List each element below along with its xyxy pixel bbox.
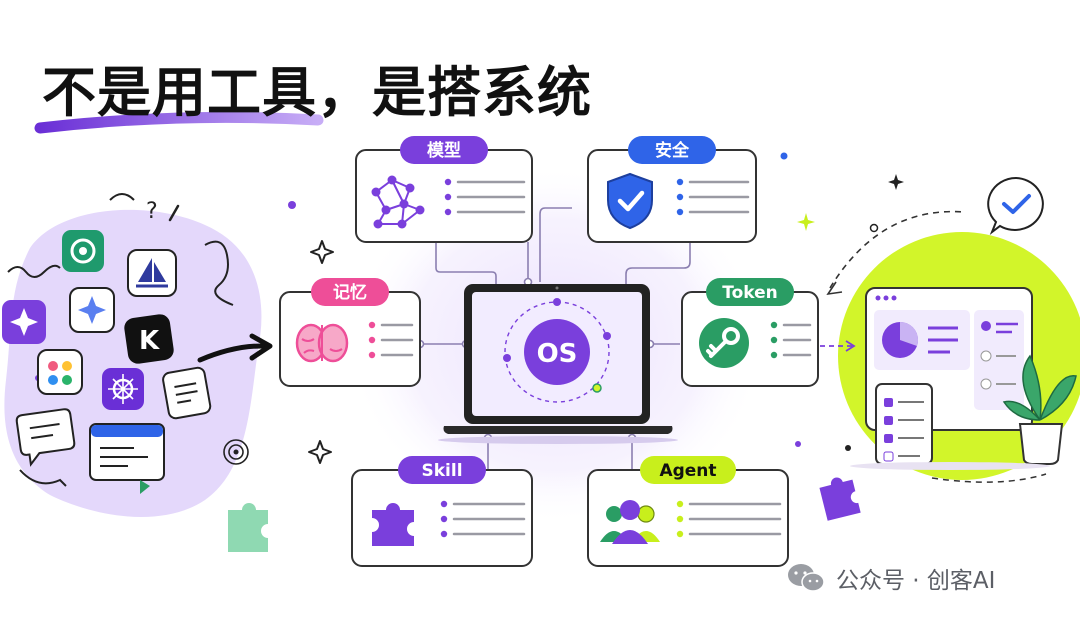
- module-card-skill: Skill: [351, 456, 533, 567]
- page-title: 不是用工具，是搭系统: [42, 61, 592, 124]
- kimi-app-icon: K: [124, 314, 174, 364]
- list-bullet: [676, 530, 684, 538]
- plant-icon: [1002, 354, 1077, 465]
- scribble-curl: [204, 240, 234, 306]
- agent-label-pill: [640, 456, 736, 484]
- memory-label: 记忆: [333, 282, 367, 303]
- list-bullet: [770, 336, 778, 344]
- orbit-dot: [503, 354, 511, 362]
- list-bullet: [440, 500, 448, 508]
- title-underline: [34, 111, 324, 134]
- dashed-arc-bottom: [931, 473, 1047, 483]
- module-card-security: 安全: [587, 136, 757, 243]
- laptop: OS: [438, 284, 678, 444]
- sparkle-icon: [310, 240, 334, 264]
- memory-label-pill: [311, 278, 389, 306]
- puzzle-icon: [372, 503, 414, 546]
- puzzle-piece-green: [228, 503, 268, 552]
- people-group-icon: [600, 500, 660, 544]
- model-label-pill: [400, 136, 488, 164]
- shield-check-icon: [607, 172, 653, 230]
- list-bullet: [440, 515, 448, 523]
- list-bullet: [444, 208, 452, 216]
- security-label: 安全: [655, 140, 690, 161]
- orbit-dot-lime: [592, 383, 602, 393]
- gemini-app-icon: [69, 287, 115, 333]
- list-bullet: [676, 208, 684, 216]
- sparkle-app-icon: [2, 300, 46, 344]
- browser-window-icon: [89, 423, 165, 494]
- list-bullet: [770, 351, 778, 359]
- flow-arrow: [197, 343, 269, 363]
- dot-purple: [288, 201, 296, 209]
- perplexity-app-icon: [102, 368, 144, 410]
- question-mark: ?: [146, 199, 158, 224]
- scribble-squiggle: [7, 264, 61, 278]
- scribble-arrow-2: [19, 469, 67, 487]
- sparkle-small: [888, 174, 904, 190]
- checklist-icon: [875, 383, 933, 465]
- skill-label-pill: [398, 456, 486, 484]
- list-bullet: [444, 178, 452, 186]
- list-bullet: [676, 193, 684, 201]
- list-bullet: [444, 193, 452, 201]
- list-bullet: [440, 530, 448, 538]
- token-label-pill: [706, 278, 794, 306]
- orbit-dot: [603, 332, 611, 340]
- agent-label: Agent: [659, 461, 716, 481]
- brain-icon: [295, 323, 349, 363]
- palette-app-icon: [37, 349, 83, 395]
- wechat-icon: [788, 564, 825, 592]
- list-bullet: [368, 336, 376, 344]
- list-bullet: [770, 321, 778, 329]
- connector-lines: [420, 207, 691, 470]
- network-graph-icon: [371, 175, 425, 229]
- svg-text:K: K: [139, 326, 160, 356]
- module-card-memory: 记忆: [279, 278, 421, 387]
- os-label: OS: [537, 339, 578, 369]
- list-bullet: [368, 321, 376, 329]
- swirl-icon: [223, 439, 249, 465]
- dashed-arc: [829, 210, 965, 289]
- sparkle-lime: [797, 213, 815, 231]
- sailboat-app-icon: [127, 249, 177, 297]
- model-label: 模型: [427, 140, 461, 161]
- laptop-base: [443, 426, 673, 434]
- module-card-token: Token: [681, 278, 819, 387]
- os-badge: [524, 319, 590, 385]
- module-card-agent: Agent: [587, 456, 789, 567]
- check-bubble-icon: [987, 176, 1044, 235]
- security-label-pill: [628, 136, 716, 164]
- document-icon: [162, 366, 212, 420]
- list-bullet: [368, 351, 376, 359]
- scribble-dash: [168, 204, 180, 222]
- list-bullet: [676, 178, 684, 186]
- chatgpt-app-icon: [62, 230, 104, 272]
- watermark: 公众号 · 创客AI: [786, 560, 995, 596]
- list-bullet: [676, 515, 684, 523]
- watermark-text: 公众号 · 创客AI: [836, 568, 996, 594]
- result-panel: [780, 152, 1080, 521]
- list-bullet: [676, 500, 684, 508]
- module-card-model: 模型: [355, 136, 533, 243]
- puzzle-piece-purple: [819, 477, 861, 521]
- orbit-dot: [553, 298, 561, 306]
- key-icon: [699, 318, 749, 368]
- scribble-arrow: [109, 193, 135, 201]
- chat-bubble-icon: [15, 408, 76, 467]
- token-label: Token: [722, 283, 778, 303]
- tools-cluster: ?: [2, 193, 334, 552]
- sparkle-icon-2: [308, 440, 332, 464]
- skill-label: Skill: [421, 461, 462, 481]
